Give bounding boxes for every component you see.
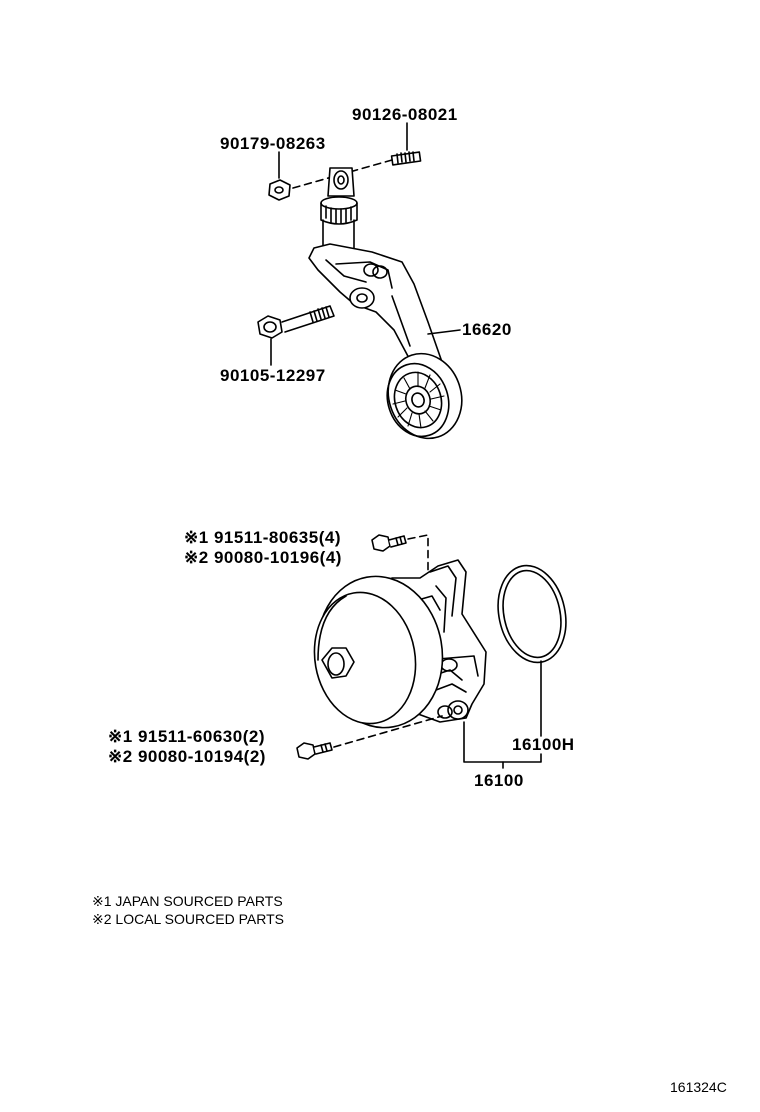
tensioner-arm: [309, 244, 442, 372]
part-number: 91511-80635: [213, 528, 319, 547]
mark-local: ※2: [108, 747, 133, 766]
pump-gasket: [490, 559, 575, 669]
tensioner-damper: [321, 168, 357, 253]
label-pump-bolt-upper-local: ※2 90080-10196(4): [184, 549, 342, 566]
quantity: (4): [318, 528, 341, 547]
label-tensioner-bolt: 90105-12297: [220, 366, 326, 385]
alignment-line-pump-lower: [334, 716, 442, 747]
quantity: (2): [243, 747, 266, 766]
alignment-line-pump-upper: [408, 535, 428, 580]
legend-japan-sourced: ※1 JAPAN SOURCED PARTS: [92, 893, 283, 909]
leader-tensioner-assembly: [428, 330, 460, 334]
tensioner-bolt: [258, 306, 334, 338]
part-number: 91511-60630: [137, 727, 243, 746]
nut-part: [269, 180, 290, 200]
idler-pulley: [377, 344, 472, 448]
label-pump-bolt-lower-local: ※2 90080-10194(2): [108, 748, 266, 765]
stud-bolt-part: [392, 152, 421, 165]
quantity: (4): [319, 548, 342, 567]
label-stud-bolt: 90126-08021: [352, 105, 458, 124]
label-pump-assembly: 16100: [474, 771, 524, 790]
quantity: (2): [242, 727, 265, 746]
label-pump-bolt-upper-jp: ※1 91511-80635(4): [184, 529, 341, 546]
legend-local-sourced: ※2 LOCAL SOURCED PARTS: [92, 911, 284, 927]
mark-japan: ※1: [108, 727, 133, 746]
label-gasket: 16100H: [512, 735, 575, 754]
mark-local: ※2: [184, 548, 209, 567]
label-pump-bolt-lower-jp: ※1 91511-60630(2): [108, 728, 265, 745]
diagram-code: 161324C: [670, 1079, 727, 1095]
label-tensioner-assembly: 16620: [462, 320, 512, 339]
part-number: 90080-10194: [137, 747, 244, 766]
pump-bolt-upper: [372, 535, 406, 551]
part-number: 90080-10196: [213, 548, 320, 567]
mark-japan: ※1: [184, 528, 209, 547]
pump-bolt-lower: [297, 743, 332, 759]
label-nut: 90179-08263: [220, 134, 326, 153]
water-pump: [304, 560, 486, 738]
